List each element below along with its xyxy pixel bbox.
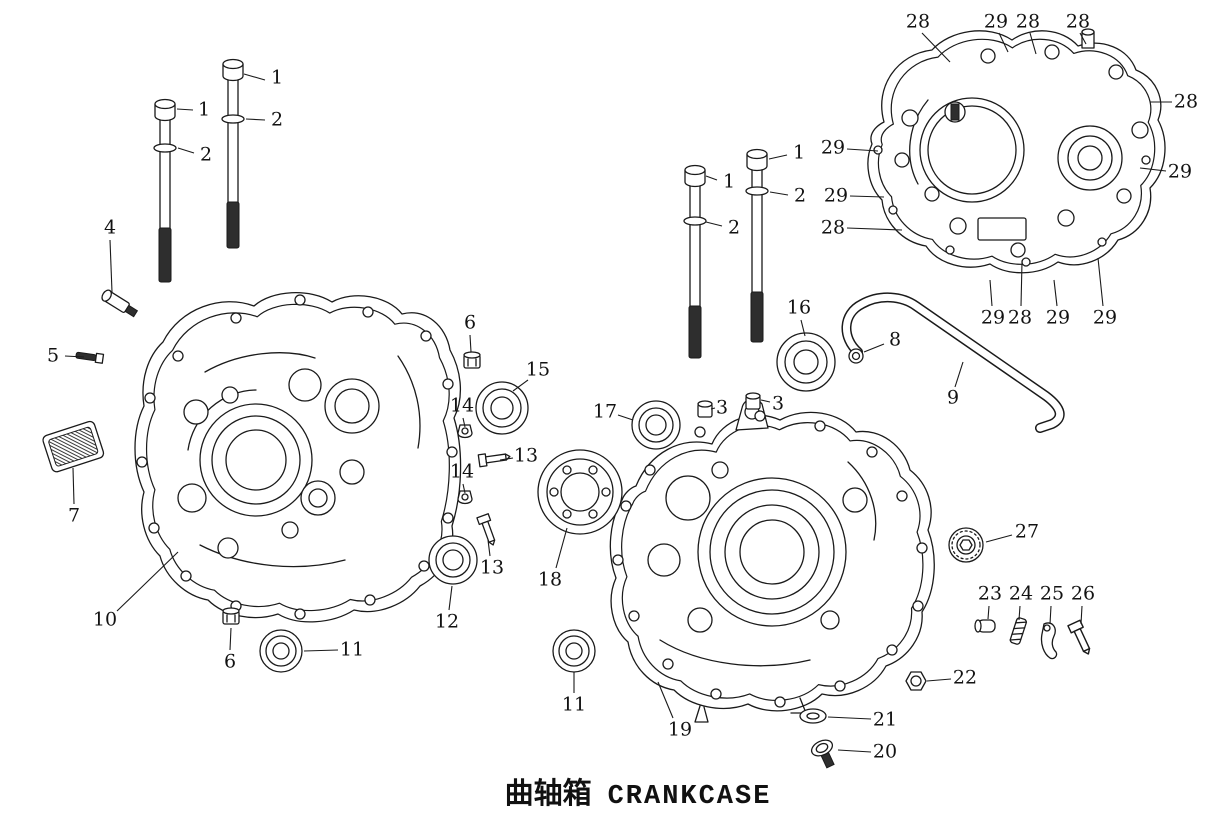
part-6-nut-drawing [222, 607, 240, 625]
stud-bolt-drawing [683, 164, 707, 359]
bearing-18-drawing [537, 449, 623, 535]
bearing-11-drawing [552, 629, 596, 673]
part-7-oil-screen-drawing [42, 420, 105, 473]
stud-bolt-drawing [153, 98, 177, 283]
part-27-cap-drawing [948, 527, 984, 563]
stud-bolt-drawing [745, 148, 769, 343]
part-3-plug-drawing [697, 400, 713, 418]
bearing-11-drawing [259, 629, 303, 673]
part-20-bolt-drawing [810, 739, 835, 769]
bearing-16-drawing [776, 332, 836, 392]
diagram-title-en: CRANKCASE [607, 782, 772, 812]
crankcase-outer-view-drawing [867, 28, 1166, 274]
part-5-screw-drawing [75, 351, 105, 364]
part-26-bolt-drawing [1067, 619, 1096, 658]
diagram-title-zh: 曲轴箱 [504, 776, 592, 810]
part-8-fitting-drawing [848, 348, 864, 364]
part-3-plug-drawing [745, 392, 761, 410]
diagram-title: 曲轴箱 CRANKCASE [505, 770, 772, 812]
part-21-washer-drawing [799, 708, 827, 724]
bearing-17-drawing [631, 400, 681, 450]
part-22-nut-drawing [905, 671, 927, 691]
bearing-15-drawing [475, 381, 529, 435]
bearing-12-drawing [428, 535, 478, 585]
part-24-spring-drawing [1009, 617, 1028, 645]
right-crankcase-half-drawing [609, 398, 935, 723]
part-9-pipe-drawing [841, 292, 1065, 433]
left-crankcase-half-drawing [134, 292, 462, 623]
leader-lines-layer [64, 32, 1172, 753]
part-6-nut-drawing [463, 351, 481, 369]
stud-bolt-drawing [221, 58, 245, 249]
part-4-plug-drawing [101, 289, 139, 318]
part-25-lever-drawing [1040, 622, 1058, 660]
part-23-plunger-drawing [974, 619, 996, 633]
